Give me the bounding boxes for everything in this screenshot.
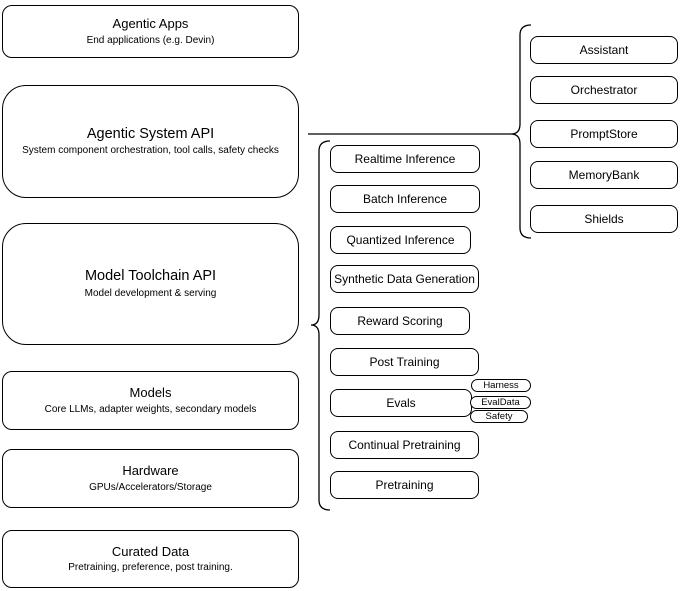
node-promptstore: PromptStore [530,120,678,148]
node-realtime-inference: Realtime Inference [330,145,480,173]
tag-harness: Harness [471,379,531,392]
box-title: Curated Data [111,543,190,559]
node-pretraining: Pretraining [330,471,479,499]
node-orchestrator: Orchestrator [530,76,678,104]
box-curated-data: Curated Data Pretraining, preference, po… [2,530,299,588]
box-subtitle: GPUs/Accelerators/Storage [89,481,212,493]
box-subtitle: System component orchestration, tool cal… [22,145,279,157]
box-title: Hardware [122,463,179,479]
box-title: Agentic Apps [112,16,189,32]
node-assistant: Assistant [530,36,678,64]
box-title: Models [129,385,172,401]
curly-brace-agentic-group [510,24,532,239]
curly-brace-toolchain-group [310,140,331,511]
box-title: Model Toolchain API [84,268,217,285]
node-memorybank: MemoryBank [530,161,678,189]
box-subtitle: Model development & serving [84,287,217,299]
box-agentic-apps: Agentic Apps End applications (e.g. Devi… [2,5,299,58]
node-continual-pretraining: Continual Pretraining [330,431,479,459]
box-hardware: Hardware GPUs/Accelerators/Storage [2,449,299,508]
node-batch-inference: Batch Inference [330,185,480,213]
node-shields: Shields [530,205,678,233]
box-subtitle: Pretraining, preference, post training. [68,562,233,574]
tag-safety: Safety [470,410,528,423]
box-models: Models Core LLMs, adapter weights, secon… [2,371,299,430]
node-reward-scoring: Reward Scoring [330,307,470,335]
tag-evaldata: EvalData [470,396,531,409]
node-quantized-inference: Quantized Inference [330,226,471,254]
box-agentic-system-api: Agentic System API System component orch… [2,85,299,198]
node-post-training: Post Training [330,348,479,376]
node-evals: Evals [330,389,472,417]
box-title: Agentic System API [86,125,215,142]
box-subtitle: End applications (e.g. Devin) [86,34,215,46]
node-synthetic-data-generation: Synthetic Data Generation [330,265,479,293]
box-subtitle: Core LLMs, adapter weights, secondary mo… [44,403,257,415]
box-model-toolchain-api: Model Toolchain API Model development & … [2,223,299,345]
